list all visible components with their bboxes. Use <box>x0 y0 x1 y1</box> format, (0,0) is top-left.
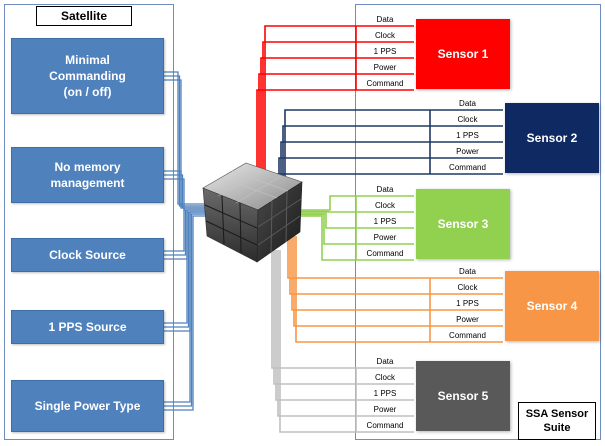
sensor-5-signal-command: Command <box>366 420 404 430</box>
sensor-3-signal-power: Power <box>373 232 397 242</box>
s1-wire-power <box>258 73 414 205</box>
clock-source-box: Clock Source <box>11 238 164 272</box>
sensor-4-box: Sensor 4 <box>505 271 599 341</box>
s1-wire-1-pps <box>260 57 414 205</box>
sensor-2-signal-clock: Clock <box>457 114 478 124</box>
s3-wire-clock <box>300 210 414 213</box>
sensor-3-signal-command: Command <box>366 248 404 258</box>
satellite-wire <box>164 79 207 209</box>
satellite-title: Satellite <box>36 6 132 26</box>
satellite-wire <box>164 209 207 256</box>
single-power-type-box: Single Power Type <box>11 380 164 432</box>
satellite-wire <box>164 211 207 403</box>
satellite-wire <box>164 215 207 411</box>
sensor-3-signal-data: Data <box>376 184 394 194</box>
sensor-1-signal-data: Data <box>376 14 394 24</box>
satellite-wire <box>164 75 207 207</box>
satellite-wire <box>164 170 207 207</box>
sensor-3-box: Sensor 3 <box>416 189 510 259</box>
sensor-5-signal-1-pps: 1 PPS <box>373 388 397 398</box>
s3-wire-1-pps <box>300 212 414 229</box>
minimal-commanding-box: Minimal Commanding (on / off) <box>11 38 164 114</box>
s3-wire-data <box>300 195 414 211</box>
sensor-2-signal-command: Command <box>449 162 486 172</box>
sensor-3-signal-clock: Clock <box>374 200 395 210</box>
sensor-4-signal-data: Data <box>459 266 476 276</box>
sensor-4-signal-1-pps: 1 PPS <box>456 298 479 308</box>
sensor-4-signal-command: Command <box>449 330 486 340</box>
s3-wire-command <box>300 215 414 261</box>
s5-wire-data <box>271 250 414 369</box>
s1-wire-clock <box>262 41 414 205</box>
satellite-wire <box>164 209 207 324</box>
sensor-2-signal-power: Power <box>456 146 479 156</box>
sensor-3-signal-1-pps: 1 PPS <box>373 216 397 226</box>
satellite-wire <box>164 174 207 209</box>
sensor-1-signal-clock: Clock <box>374 30 395 40</box>
sensor-4-signal-power: Power <box>456 314 479 324</box>
ssa-sensor-suite-label: SSA Sensor Suite <box>518 402 596 440</box>
s5-wire-1-pps <box>275 250 414 401</box>
sensor-2-signal-data: Data <box>459 98 476 108</box>
sensor-5-box: Sensor 5 <box>416 361 510 431</box>
s4-wire-command <box>295 236 503 343</box>
sensor-2-box: Sensor 2 <box>505 103 599 173</box>
sensor-5-signal-data: Data <box>376 356 394 366</box>
satellite-wire <box>164 207 207 252</box>
satellite-wire <box>164 71 207 205</box>
sensor-5-signal-power: Power <box>373 404 397 414</box>
satellite-wire <box>164 213 207 407</box>
s5-wire-clock <box>273 250 414 385</box>
sensor-1-signal-power: Power <box>373 62 397 72</box>
no-memory-management-box: No memory management <box>11 147 164 203</box>
sensor-1-box: Sensor 1 <box>416 19 510 89</box>
pps-source-box: 1 PPS Source <box>11 310 164 344</box>
s5-wire-command <box>279 250 414 433</box>
sensor-5-signal-clock: Clock <box>374 372 395 382</box>
s4-wire-power <box>293 236 503 327</box>
s5-wire-power <box>277 250 414 417</box>
sensor-4-signal-clock: Clock <box>457 282 478 292</box>
s1-wire-data <box>264 25 414 205</box>
sensor-2-signal-1-pps: 1 PPS <box>456 130 479 140</box>
sensor-1-signal-1-pps: 1 PPS <box>373 46 397 56</box>
sensor-1-signal-command: Command <box>366 78 404 88</box>
s3-wire-power <box>300 213 414 245</box>
